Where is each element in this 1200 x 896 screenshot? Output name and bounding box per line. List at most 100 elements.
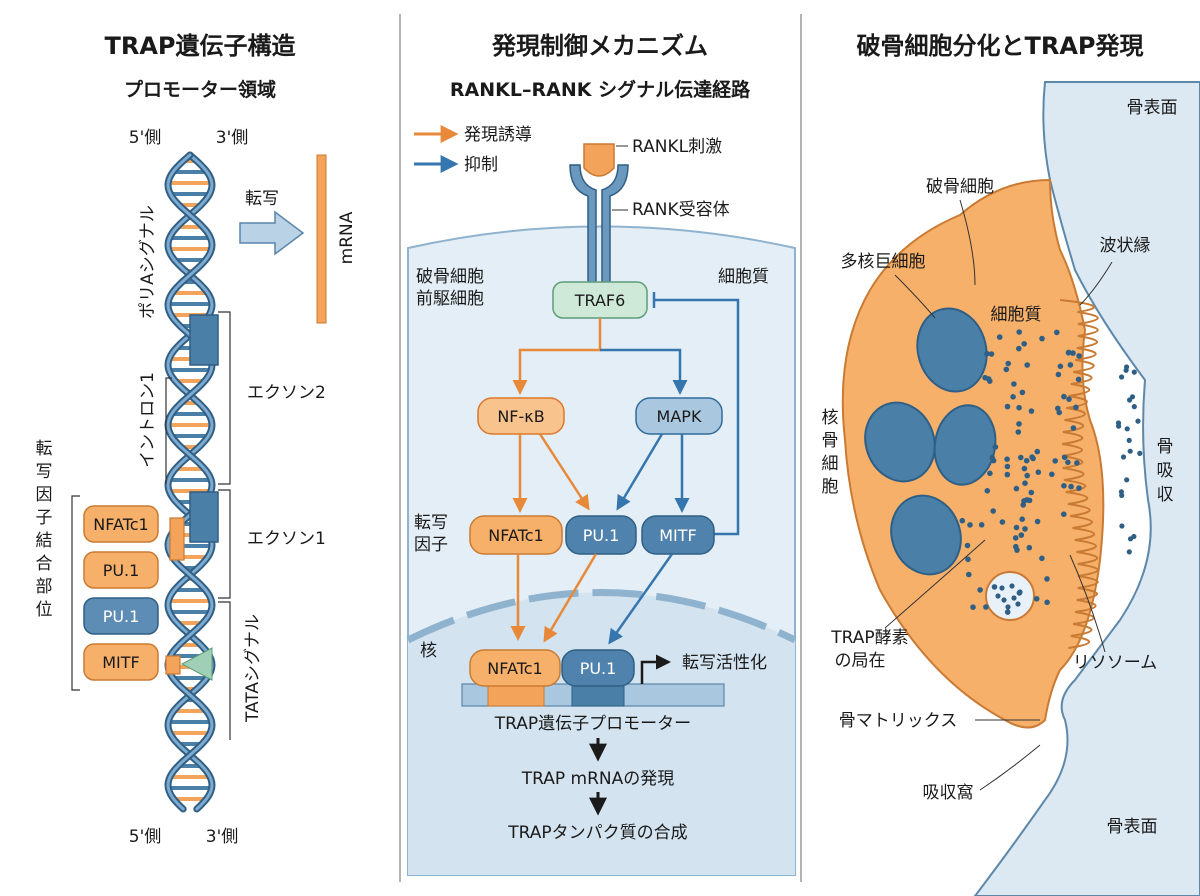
secreted-granule bbox=[1124, 364, 1130, 370]
cytoplasm-label: 細胞質 bbox=[718, 267, 769, 287]
trap-granule bbox=[964, 542, 971, 549]
bottom-3prime-label: 3'側 bbox=[206, 827, 239, 847]
promoter-nfatc1-site bbox=[487, 683, 545, 707]
trap-granule bbox=[1033, 596, 1040, 602]
trap-granule bbox=[991, 584, 998, 590]
pu1-to-nfatc1-arrow bbox=[543, 553, 598, 643]
mapk-to-pu1-arrow bbox=[616, 433, 664, 511]
trap-granule bbox=[1065, 349, 1072, 356]
trap-granule bbox=[1016, 590, 1023, 596]
secreted-granule bbox=[1127, 536, 1134, 542]
vertical-char: 核 bbox=[822, 408, 839, 428]
mitf-to-pu1-arrow bbox=[608, 553, 674, 645]
protein-synthesis-label: TRAPタンパク質の合成 bbox=[507, 823, 687, 843]
trap-granule bbox=[1012, 535, 1019, 541]
trap-granule bbox=[982, 374, 988, 381]
trap-granule bbox=[1023, 457, 1030, 464]
trap-granule bbox=[1073, 404, 1079, 411]
secreted-granule bbox=[1124, 426, 1130, 432]
panel-osteoclast: 破骨細胞分化とTRAP発現 骨表面 破骨細胞 多核巨細胞 波状縁 細胞質 核骨細… bbox=[822, 32, 1200, 896]
tata-bracket bbox=[218, 601, 231, 740]
mitf-feedback-line bbox=[655, 298, 740, 536]
nucleus-2 bbox=[864, 401, 936, 483]
traf6-to-nfkb-arrow bbox=[512, 318, 602, 395]
trap-granule bbox=[1076, 485, 1082, 491]
legend-induce-label: 発現誘導 bbox=[464, 125, 532, 145]
trap-granule bbox=[970, 604, 976, 610]
trap-granule bbox=[1004, 403, 1011, 410]
nuc-nfatc1-label: NFATc1 bbox=[487, 659, 542, 678]
mapk-node bbox=[635, 397, 723, 435]
rankl-ligand bbox=[583, 143, 615, 177]
tf-box-nfatc1: NFATc1 bbox=[83, 505, 159, 543]
exon2-bracket bbox=[218, 311, 231, 485]
vertical-char: 細 bbox=[822, 454, 839, 474]
pu1-label: PU.1 bbox=[583, 526, 620, 545]
dna-strand-highlight bbox=[166, 153, 214, 811]
exon1-label: エクソン1 bbox=[247, 529, 326, 549]
trap-granule bbox=[984, 350, 990, 357]
multinuclear-label: 多核巨細胞 bbox=[841, 252, 926, 272]
trap-granule bbox=[1021, 465, 1028, 472]
ruffled-border bbox=[1059, 299, 1099, 649]
nuclear-membrane bbox=[406, 589, 797, 644]
secreted-granule bbox=[1119, 374, 1125, 380]
nfatc1-site-block bbox=[169, 517, 185, 561]
secreted-granule bbox=[1131, 369, 1137, 375]
tf-label-2: 因子 bbox=[414, 535, 448, 555]
vertical-char: 合 bbox=[36, 554, 53, 574]
trap-granule bbox=[1067, 362, 1074, 368]
trap-localization-label-1: TRAP酵素 bbox=[830, 628, 908, 648]
trap-granule bbox=[1010, 394, 1016, 400]
trap-granule bbox=[1028, 489, 1035, 496]
mrna-expression-label: TRAP mRNAの発現 bbox=[521, 769, 675, 789]
trap-granule bbox=[1013, 543, 1019, 550]
trap-granule bbox=[966, 571, 972, 578]
vesicle-granule bbox=[1011, 595, 1017, 601]
trap-granule bbox=[988, 351, 995, 357]
secreted-granule bbox=[1137, 450, 1143, 456]
trap-granule bbox=[1039, 555, 1045, 562]
bone-surface-top-label: 骨表面 bbox=[1127, 98, 1178, 118]
secreted-granule bbox=[1120, 454, 1127, 460]
trap-granule bbox=[1029, 454, 1035, 460]
trap-granule bbox=[1015, 429, 1022, 435]
exon2-label: エクソン2 bbox=[247, 383, 326, 403]
vertical-char: 部 bbox=[36, 577, 53, 597]
trap-granule bbox=[1028, 408, 1035, 414]
trap-granule bbox=[978, 522, 985, 528]
osteoclast-leader bbox=[959, 199, 976, 286]
trap-granule bbox=[977, 587, 983, 593]
trap-granule bbox=[1074, 460, 1080, 466]
trap-granule bbox=[1022, 526, 1028, 532]
trap-granule bbox=[1075, 376, 1082, 383]
intron-bracket bbox=[165, 377, 172, 484]
osteoclast-label: 破骨細胞 bbox=[926, 177, 994, 197]
bone-tissue bbox=[973, 81, 1200, 896]
secreted-granule bbox=[1119, 492, 1125, 498]
trap-granule bbox=[1054, 329, 1060, 336]
trap-granule bbox=[1055, 371, 1062, 378]
mitf-node bbox=[641, 515, 715, 555]
panel1-title: TRAP遺伝子構造 bbox=[104, 32, 295, 60]
ruffled-border-label: 波状縁 bbox=[1100, 236, 1151, 256]
trap-granule bbox=[1018, 454, 1024, 461]
trap-granule bbox=[1013, 485, 1020, 492]
tf-site-bracket bbox=[71, 495, 80, 691]
trap-granule bbox=[1076, 353, 1082, 359]
vertical-char: 位 bbox=[36, 600, 53, 620]
trap-granule bbox=[983, 604, 989, 610]
trap-granule bbox=[1016, 345, 1022, 352]
secreted-granule bbox=[1116, 423, 1122, 429]
tf-box-label: NFATc1 bbox=[93, 515, 148, 534]
trap-granule bbox=[1049, 471, 1055, 478]
nfkb-label: NF-κB bbox=[497, 407, 544, 426]
trap-granule bbox=[1052, 458, 1058, 464]
secreted-granule bbox=[1129, 394, 1136, 400]
pit-leader bbox=[979, 744, 1041, 791]
trap-granule bbox=[1021, 341, 1027, 347]
trap-granule bbox=[1004, 456, 1010, 463]
tf-box-label: PU.1 bbox=[103, 561, 140, 580]
